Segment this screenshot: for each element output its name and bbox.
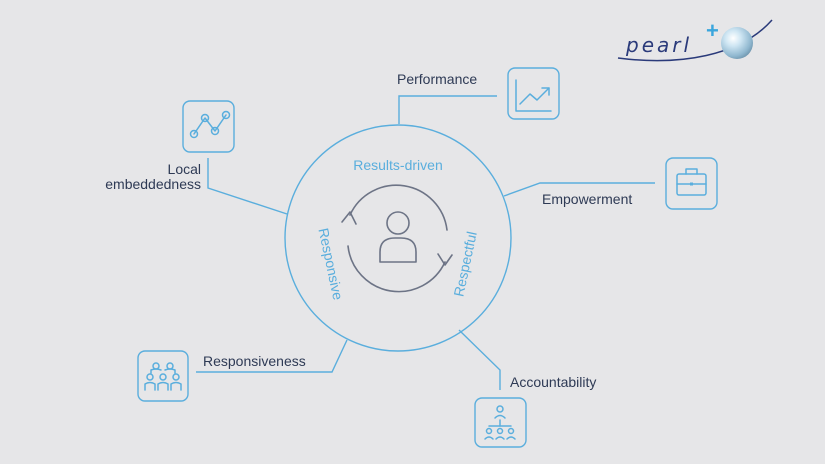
empowerment-icon-box (665, 157, 718, 210)
ring-label-results-driven: Results-driven (353, 157, 442, 173)
pearl-logo: pearl + (617, 18, 773, 62)
node-local-embeddedness: Local embeddedness (105, 100, 288, 215)
ring-label-respectful: Respectful (450, 230, 479, 298)
label-local: Local (168, 161, 201, 177)
group-icon (144, 362, 182, 391)
label-accountability: Accountability (510, 374, 596, 390)
trend-chart-icon (515, 79, 552, 112)
cycle-arrow-head-left (341, 211, 357, 225)
node-accountability: Accountability (458, 329, 596, 448)
hierarchy-icon (484, 405, 516, 440)
connector-local-embeddedness (207, 158, 288, 215)
connector-responsiveness (196, 339, 348, 373)
label-performance: Performance (397, 71, 477, 87)
logo-text: pearl (625, 33, 692, 57)
connector-accountability (458, 329, 501, 390)
label-embeddedness: embeddedness (105, 176, 201, 192)
logo-sphere (721, 27, 753, 59)
network-nodes-icon (189, 110, 231, 139)
label-empowerment: Empowerment (542, 191, 632, 207)
briefcase-icon (676, 168, 707, 196)
values-ring (284, 124, 512, 352)
connector-performance (398, 95, 497, 124)
ring-label-responsive: Responsive (315, 227, 346, 302)
local-embeddedness-icon-box (182, 100, 235, 153)
connector-empowerment (503, 182, 655, 197)
node-responsiveness: Responsiveness (137, 339, 348, 402)
center-person-cycle-icon (341, 184, 453, 293)
accountability-icon-box (474, 397, 527, 448)
label-responsiveness: Responsiveness (203, 353, 306, 369)
logo-swoosh (617, 19, 773, 62)
person-body (379, 237, 417, 263)
logo-plus: + (706, 18, 719, 43)
cycle-arrow-head-right (437, 253, 453, 266)
node-empowerment: Empowerment (503, 157, 718, 210)
cycle-arc-bottom (347, 245, 446, 293)
node-performance: Performance (397, 67, 560, 124)
person-head (386, 211, 410, 235)
performance-icon-box (507, 67, 560, 120)
cycle-arc-top (349, 184, 448, 231)
responsiveness-icon-box (137, 350, 189, 402)
